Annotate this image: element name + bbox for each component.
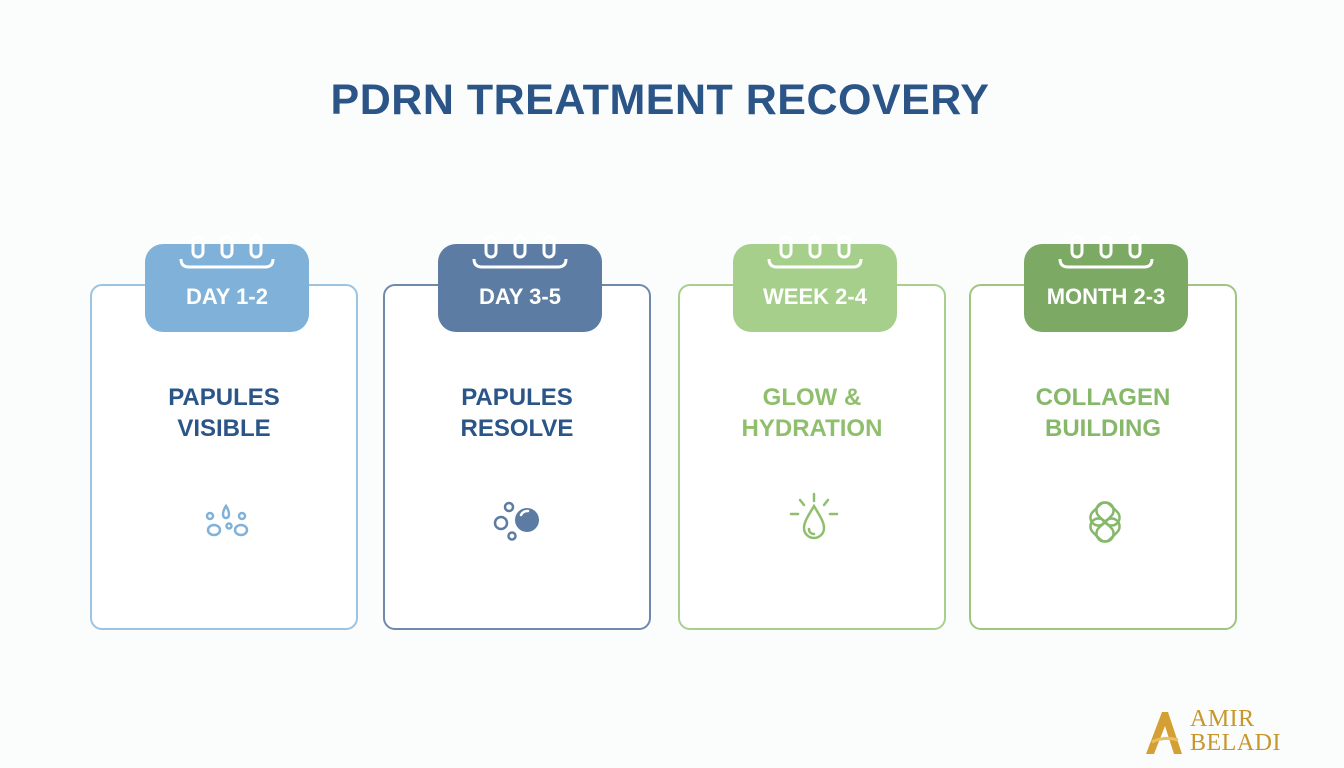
stage-card-4: MONTH 2-3 COLLAGEN BUILDING xyxy=(969,235,1237,630)
droplets-icon xyxy=(205,503,249,537)
glowing-drop-icon xyxy=(789,492,839,540)
calendar-rings-icon xyxy=(767,235,863,269)
stage-description: PAPULES RESOLVE xyxy=(385,382,649,444)
logo-a-monogram-icon xyxy=(1146,712,1182,754)
calendar-badge: MONTH 2-3 xyxy=(1024,235,1188,332)
stage-line-2: VISIBLE xyxy=(177,415,271,442)
brand-logo: AMIR BELADI xyxy=(1138,704,1298,760)
calendar-rings-icon xyxy=(1058,235,1154,269)
calendar-icon xyxy=(1024,244,1188,332)
stage-line-1: COLLAGEN xyxy=(1035,384,1171,411)
bubbles-icon xyxy=(493,501,539,541)
stage-description: GLOW & HYDRATION xyxy=(680,382,944,444)
stage-period: DAY 3-5 xyxy=(479,284,561,309)
stage-description: COLLAGEN BUILDING xyxy=(971,382,1235,444)
calendar-icon xyxy=(145,244,309,332)
calendar-rings-icon xyxy=(472,235,568,269)
calendar-icon xyxy=(438,244,602,332)
stage-line-1: GLOW & xyxy=(762,384,862,411)
stage-description: PAPULES VISIBLE xyxy=(92,382,356,444)
calendar-badge: WEEK 2-4 xyxy=(733,235,897,332)
logo-text-line-2: BELADI xyxy=(1190,730,1281,756)
logo-text-line-1: AMIR xyxy=(1190,706,1255,732)
calendar-rings-icon xyxy=(179,235,275,269)
stage-period: WEEK 2-4 xyxy=(763,284,867,309)
stage-line-2: RESOLVE xyxy=(460,415,574,442)
stage-card-1: DAY 1-2 PAPULES VISIBLE xyxy=(90,235,358,630)
stage-line-1: PAPULES xyxy=(168,384,280,411)
stage-card-3: WEEK 2-4 GLOW & HYDRATION xyxy=(678,235,946,630)
page-title: PDRN TREATMENT RECOVERY xyxy=(330,76,990,124)
calendar-icon xyxy=(733,244,897,332)
stage-card-2: DAY 3-5 PAPULES RESOLVE xyxy=(383,235,651,630)
stage-line-2: HYDRATION xyxy=(741,415,883,442)
interlaced-rings-icon xyxy=(1089,501,1121,543)
stage-period: DAY 1-2 xyxy=(186,284,268,309)
stage-line-1: PAPULES xyxy=(461,384,573,411)
stage-line-2: BUILDING xyxy=(1045,415,1161,442)
stage-period: MONTH 2-3 xyxy=(1046,284,1166,309)
calendar-badge: DAY 1-2 xyxy=(145,235,309,332)
calendar-badge: DAY 3-5 xyxy=(438,235,602,332)
